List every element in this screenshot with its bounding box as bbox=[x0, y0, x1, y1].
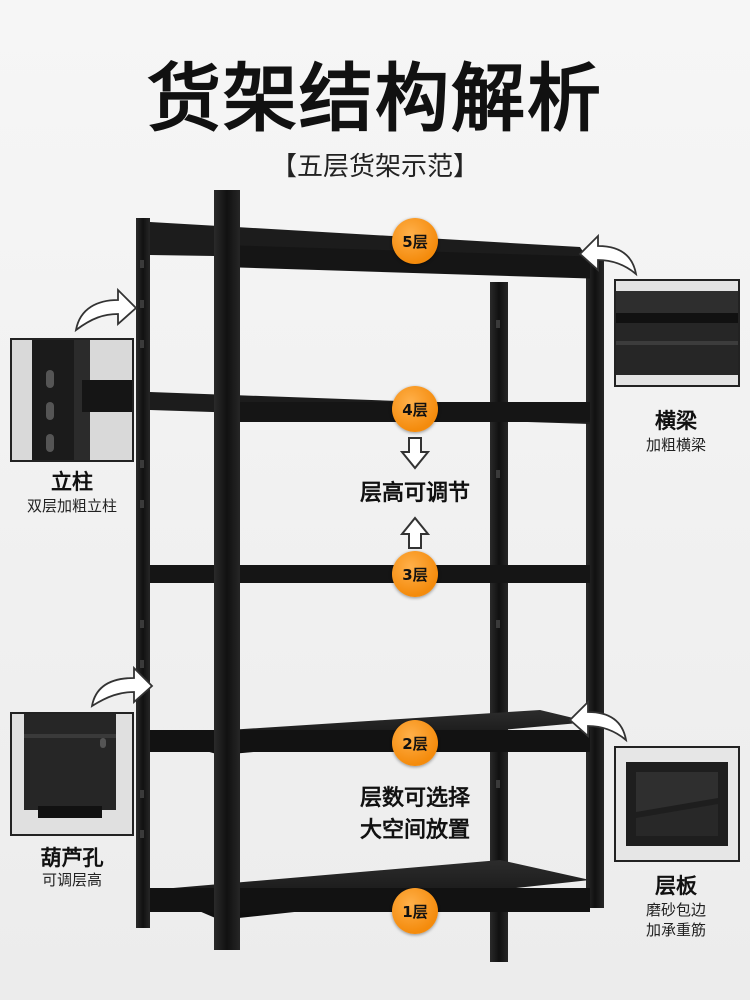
curved-arrow-upright-icon bbox=[74, 287, 138, 333]
back-left-upright bbox=[136, 218, 150, 928]
arrow-up-icon bbox=[400, 516, 430, 549]
beam-detail-image bbox=[614, 279, 740, 387]
hole-detail-image bbox=[10, 712, 134, 836]
arrow-down-icon bbox=[400, 437, 430, 470]
upright-title: 立柱 bbox=[51, 470, 93, 494]
adjustable-height-label: 层高可调节 bbox=[359, 481, 470, 506]
upright-detail-image bbox=[10, 338, 134, 462]
curved-arrow-shelf-icon bbox=[568, 699, 628, 743]
page-subtitle: 【五层货架示范】 bbox=[270, 152, 479, 182]
shelf-2-front-beam bbox=[150, 730, 590, 752]
level-badge-2: 2层 bbox=[392, 720, 438, 766]
shelf-3-front-beam bbox=[150, 565, 590, 583]
far-right-upright bbox=[586, 258, 604, 908]
selectable-layers-line2: 大空间放置 bbox=[359, 817, 470, 843]
shelf-board-desc-line2: 加承重筋 bbox=[645, 921, 706, 940]
shelf-board-desc-line1: 磨砂包边 bbox=[645, 901, 706, 919]
beam-title: 横梁 bbox=[655, 409, 697, 433]
level-badge-1: 1层 bbox=[392, 888, 438, 934]
upright-desc: 双层加粗立柱 bbox=[26, 497, 117, 515]
curved-arrow-hole-icon bbox=[90, 665, 154, 708]
level-badge-5: 5层 bbox=[392, 218, 438, 264]
shelf-board-detail-image bbox=[614, 746, 740, 862]
hole-desc: 可调层高 bbox=[41, 871, 102, 889]
shelf-board-title: 层板 bbox=[655, 874, 697, 898]
level-badge-4: 4层 bbox=[392, 386, 438, 432]
shelf-board-desc: 磨砂包边 加承重筋 bbox=[614, 900, 738, 941]
page-title: 货架结构解析 bbox=[147, 56, 603, 142]
front-left-upright bbox=[214, 190, 240, 950]
level-badge-3: 3层 bbox=[392, 551, 438, 597]
hole-title: 葫芦孔 bbox=[40, 846, 104, 870]
selectable-layers-line1: 层数可选择 bbox=[359, 786, 470, 811]
beam-desc: 加粗横梁 bbox=[645, 436, 706, 454]
curved-arrow-beam-icon bbox=[578, 233, 638, 277]
shelf-5-front-beam bbox=[215, 244, 590, 279]
selectable-layers-label: 层数可选择 大空间放置 bbox=[340, 783, 490, 847]
